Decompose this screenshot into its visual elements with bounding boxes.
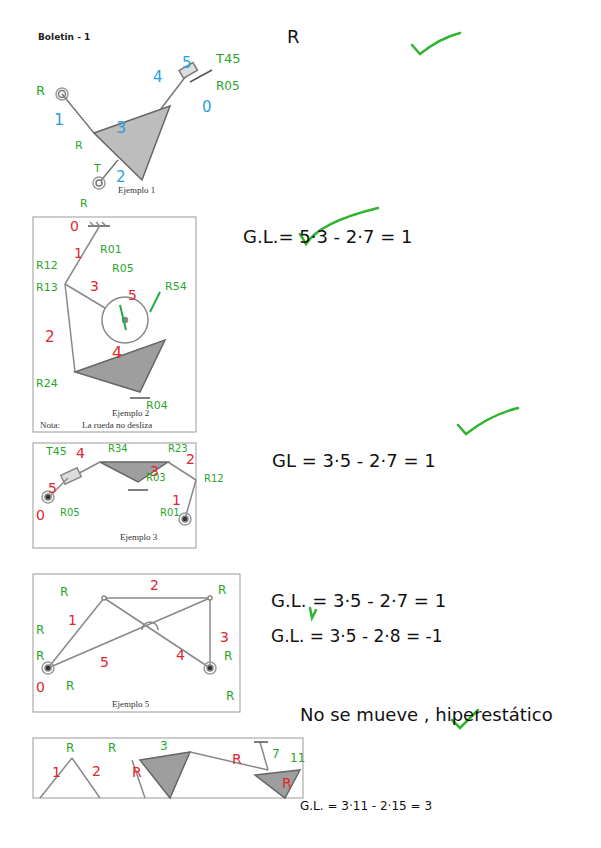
link-number: 5 [48,481,57,495]
example-frame [33,217,196,432]
link-number: 2 [45,330,55,345]
joint-label: R [80,198,88,209]
joint-label: R12 [36,260,58,271]
link-number: 2 [92,764,101,778]
note-text: Nota: [40,421,60,430]
link-number: 2 [150,578,159,592]
joint-label: R34 [108,444,128,454]
dof-equation: GL = 3·5 - 2·7 = 1 [272,452,436,470]
link-number: 3 [90,279,99,293]
example-2-mechanism [65,222,165,398]
joint-label: R01 [100,244,122,255]
joint-label: T45 [216,52,240,65]
link-number: 4 [112,345,122,361]
label: G.L. = 3·11 - 2·15 = 3 [300,800,432,812]
dof-equation: G.L. = 3·5 - 2·7 = 1 [271,592,446,610]
example-1-mechanism [56,63,212,189]
joint-label: 11 [290,752,305,764]
page-title: Boletin - 1 [38,33,90,42]
dof-equation: No se mueve , hiperestático [300,706,553,724]
example-frame [33,574,240,712]
link-number: 1 [68,613,77,627]
handwritten-note: G.L. = 3·5 - 2·8 = -1 [271,628,443,645]
link-number: 2 [116,170,126,185]
joint-label: R24 [36,378,58,389]
example-caption: Ejemplo 1 [118,186,155,195]
dof-equation: G.L.= 5·3 - 2·7 = 1 [243,228,412,246]
joint-label: R13 [36,282,58,293]
note-text: La rueda no desliza [82,421,152,430]
joint-label: R03 [146,473,166,483]
link-number: R [132,765,142,779]
link-number: 0 [36,508,45,522]
link-number: 1 [172,493,181,507]
link-number: 4 [76,446,85,460]
link-number: 0 [70,219,79,233]
joint-label: R12 [204,474,224,484]
example-5-mechanism [42,596,216,674]
link-number: 5 [100,655,109,669]
example-6-mechanism [40,742,300,798]
link-number: 4 [176,648,185,662]
joint-label: R54 [165,281,187,292]
link-number: 0 [202,100,212,115]
joint-label: R [226,690,234,702]
joint-label: R [36,84,45,97]
link-number: 1 [74,246,83,260]
joint-label: T45 [46,446,67,457]
link-number: 4 [153,70,163,85]
example-frame [33,443,196,548]
joint-label: R [108,742,116,754]
link-number: 5 [182,56,192,71]
joint-label: R05 [216,80,240,92]
link-number: 3 [220,630,229,644]
joint-label: R23 [168,444,188,454]
example-caption: Ejemplo 2 [112,409,149,418]
example-3-mechanism [42,462,196,525]
joint-label: R01 [160,508,180,518]
example-caption: Ejemplo 5 [112,700,149,709]
link-number: 5 [128,288,137,302]
joint-label: R [36,624,44,636]
joint-label: T [94,163,101,174]
joint-label: R [75,140,83,151]
link-number: R [282,776,292,790]
example-frame [33,738,303,798]
joint-label: R [60,586,68,598]
joint-label: 7 [272,748,280,760]
link-number: 2 [186,452,195,466]
link-number: 1 [52,765,61,779]
joint-label: R [224,650,232,662]
joint-label: R [36,650,44,662]
joint-label: R [66,742,74,754]
link-number: 3 [116,120,126,136]
joint-label: 3 [160,740,168,752]
example-caption: Ejemplo 3 [120,533,157,542]
link-number: 0 [36,680,45,694]
link-number: 1 [54,112,64,128]
joint-label: R05 [60,508,80,518]
joint-label: R05 [112,263,134,274]
joint-label: R [66,680,74,692]
dof-equation: R [287,28,300,46]
check-marks [300,33,518,728]
joint-label: R [218,584,226,596]
link-number: R [232,752,242,766]
